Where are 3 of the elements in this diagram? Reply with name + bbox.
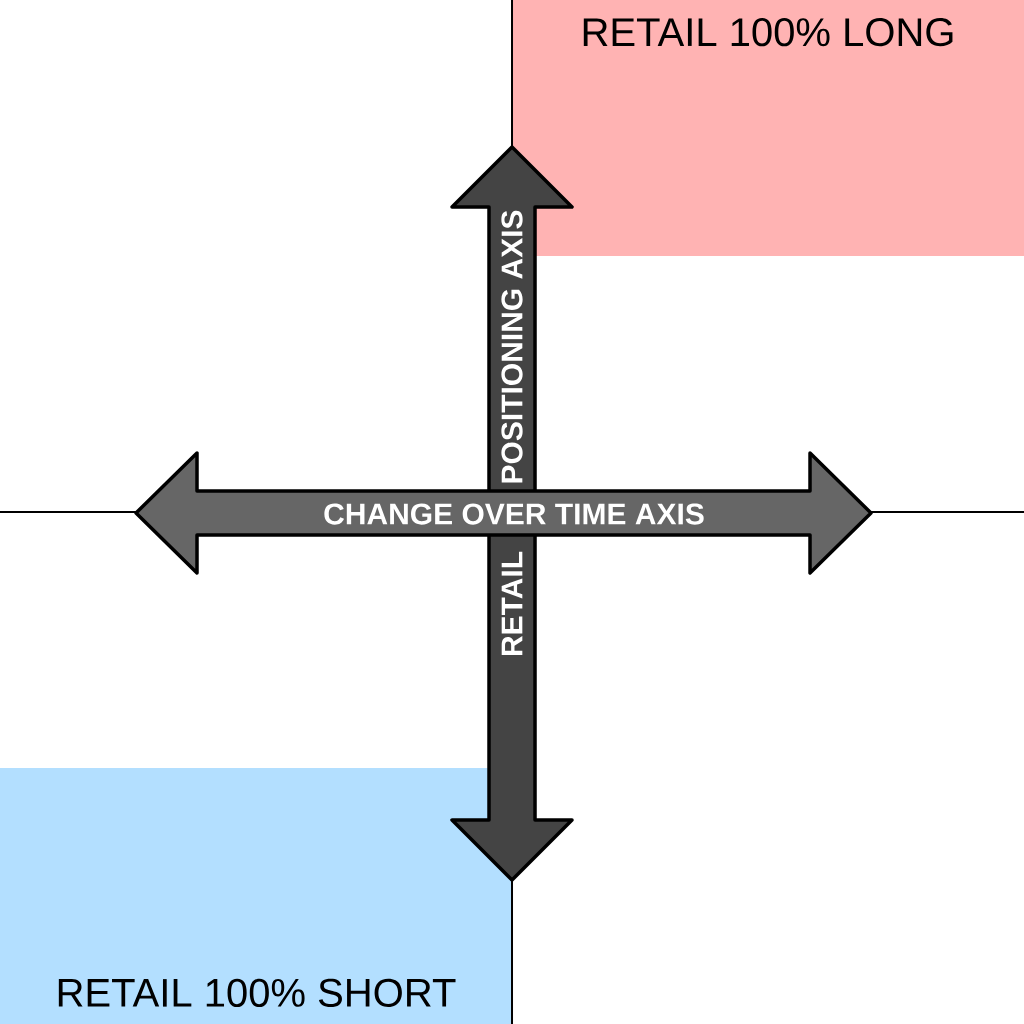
quadrant-box: RETAIL 100% SHORT — [0, 768, 512, 1024]
axis-label: RETAIL — [501, 551, 523, 656]
axis-label: CHANGE OVER TIME AXIS — [324, 503, 704, 525]
